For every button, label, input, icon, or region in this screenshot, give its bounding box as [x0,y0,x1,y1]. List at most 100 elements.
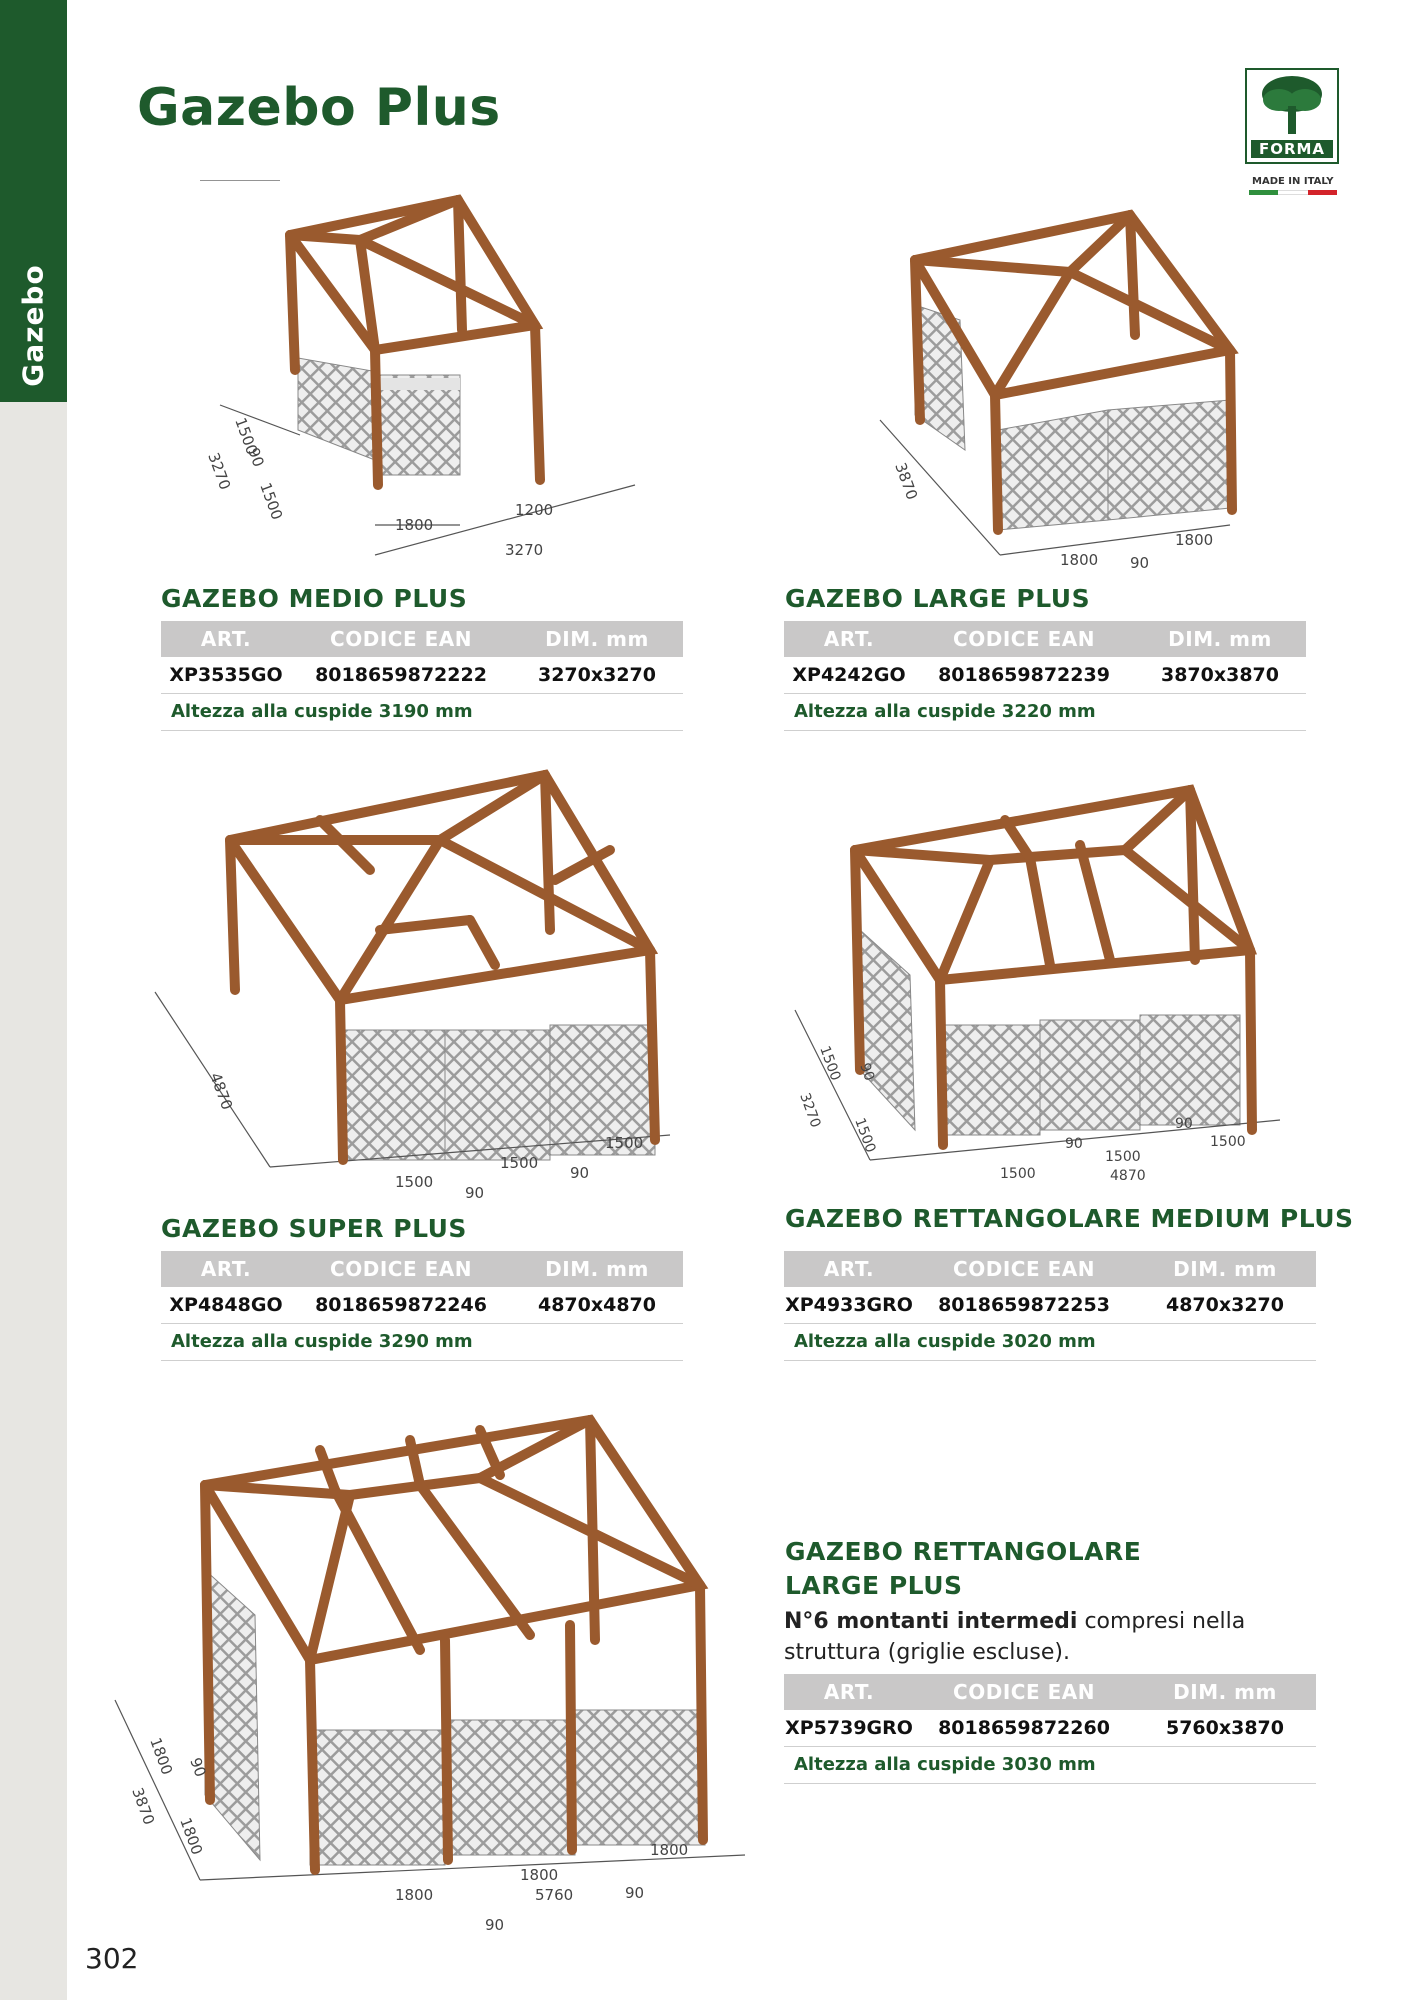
spec-header: ART. CODICE EAN DIM. mm [784,621,1306,657]
art-code: XP4242GO [792,664,906,686]
dim-label: 90 [485,1916,504,1934]
dim-label: 5760 [535,1886,573,1904]
italian-flag [1249,190,1337,195]
dim-label: 1800 [395,516,433,534]
spec-table-medio-plus: ART. CODICE EAN DIM. mm XP3535GO 8018659… [161,621,683,731]
header-ean: CODICE EAN [330,627,472,651]
tree-icon [1262,76,1322,134]
dim-label: 3270 [505,541,543,559]
art-code: XP3535GO [169,664,283,686]
dim-label: 3870 [891,460,921,502]
height-note: Altezza alla cuspide 3020 mm [784,1324,1316,1361]
spec-header: ART. CODICE EAN DIM. mm [161,1251,683,1287]
description-rest: compresi nella struttura (griglie esclus… [784,1609,1246,1665]
spec-header: ART. CODICE EAN DIM. mm [784,1674,1316,1710]
header-art: ART. [200,1257,252,1281]
product-title-rettangolare-medium-plus: GAZEBO RETTANGOLARE MEDIUM PLUS [785,1204,1354,1233]
header-art: ART. [823,1680,875,1704]
spec-table-rettangolare-large-plus: ART. CODICE EAN DIM. mm XP5739GRO 801865… [784,1674,1316,1784]
spec-table-rettangolare-medium-plus: ART. CODICE EAN DIM. mm XP4933GRO 801865… [784,1251,1316,1361]
dim-label: 90 [1175,1116,1193,1132]
logo-brand: FORMA [1251,140,1333,158]
height-note: Altezza alla cuspide 3030 mm [784,1747,1316,1784]
dim-label: 1500 [851,1116,878,1155]
dim-label: 1500 [1105,1149,1141,1165]
spec-table-large-plus: ART. CODICE EAN DIM. mm XP4242GO 8018659… [784,621,1306,731]
dim-label: 1800 [146,1735,176,1777]
dim-label: 90 [570,1164,589,1182]
dim-label: 1500 [605,1134,643,1152]
header-ean: CODICE EAN [953,1257,1095,1281]
dim-label: 90 [186,1755,209,1779]
header-art: ART. [823,1257,875,1281]
dim-label: 1500 [1000,1166,1036,1182]
page-title: Gazebo Plus [137,78,501,138]
header-ean: CODICE EAN [330,1257,472,1281]
product-title-medio-plus: GAZEBO MEDIO PLUS [161,584,468,613]
dimensions: 3870x3870 [1160,664,1280,686]
ean-code: 8018659872260 [938,1717,1110,1739]
dim-label: 1800 [520,1866,558,1884]
header-ean: CODICE EAN [953,627,1095,651]
art-code: XP4848GO [169,1294,283,1316]
ean-code: 8018659872253 [938,1294,1110,1316]
description-bold: N°6 montanti intermedi [784,1609,1078,1634]
header-dim: DIM. mm [545,1257,649,1281]
spec-row: XP5739GRO 8018659872260 5760x3870 [784,1710,1316,1747]
dim-label: 3870 [128,1785,158,1827]
dim-label: 4870 [1110,1168,1146,1184]
height-note: Altezza alla cuspide 3290 mm [161,1324,683,1361]
height-note: Altezza alla cuspide 3220 mm [784,694,1306,731]
gazebo-medio-plus-drawing: 1500 90 3270 1500 1800 1200 3270 [200,180,660,580]
made-in-italy: MADE IN ITALY [1252,176,1334,187]
dim-label: 1500 [500,1154,538,1172]
dim-label: 90 [1130,554,1149,572]
product-title-super-plus: GAZEBO SUPER PLUS [161,1214,467,1243]
dim-label: 1500 [256,480,286,522]
spec-row: XP4242GO 8018659872239 3870x3870 [784,657,1306,694]
spec-row: XP3535GO 8018659872222 3270x3270 [161,657,683,694]
dimensions: 5760x3870 [1165,1717,1285,1739]
header-art: ART. [200,627,252,651]
height-note: Altezza alla cuspide 3190 mm [161,694,683,731]
dim-label: 90 [625,1884,644,1902]
gazebo-rettangolare-large-plus-drawing: 1800 90 3870 1800 1800 1800 5760 90 90 1… [110,1400,790,1960]
dimensions: 3270x3270 [537,664,657,686]
dim-label: 1800 [650,1841,688,1859]
ean-code: 8018659872246 [315,1294,487,1316]
dim-label: 1200 [515,501,553,519]
dim-label: 1500 [395,1173,433,1191]
dim-label: 1500 [816,1044,843,1083]
dim-label: 90 [1065,1136,1083,1152]
dim-label: 1500 [1210,1134,1246,1150]
ean-code: 8018659872239 [938,664,1110,686]
header-art: ART. [823,627,875,651]
dim-label: 90 [244,445,267,469]
header-ean: CODICE EAN [953,1680,1095,1704]
dim-label: 3270 [796,1091,823,1130]
dim-label: 4870 [206,1070,236,1112]
header-dim: DIM. mm [545,627,649,651]
dim-label: 1800 [1175,531,1213,549]
dim-label: 3270 [204,450,234,492]
gazebo-rettangolare-medium-plus-drawing: 1500 90 3270 1500 1500 90 1500 90 1500 4… [780,780,1310,1200]
spec-row: XP4848GO 8018659872246 4870x4870 [161,1287,683,1324]
sidebar-section-tab [0,0,67,402]
page-number: 302 [85,1942,139,1975]
dim-label: 90 [856,1061,877,1083]
header-dim: DIM. mm [1173,1257,1277,1281]
product-title-rettangolare-large-plus-line1: GAZEBO RETTANGOLARE [785,1537,1142,1566]
header-dim: DIM. mm [1168,627,1272,651]
sidebar-label: Gazebo [14,260,52,390]
dim-label: 1800 [176,1815,206,1857]
dim-label: 90 [465,1184,484,1202]
ean-code: 8018659872222 [315,664,487,686]
forma-logo: FORMA [1245,68,1339,164]
spec-table-super-plus: ART. CODICE EAN DIM. mm XP4848GO 8018659… [161,1251,683,1361]
header-dim: DIM. mm [1173,1680,1277,1704]
gazebo-large-plus-drawing: 3870 1800 90 1800 [860,200,1280,580]
gazebo-super-plus-drawing: 4870 1500 90 1500 90 1500 [140,760,700,1210]
spec-row: XP4933GRO 8018659872253 4870x3270 [784,1287,1316,1324]
product-description: N°6 montanti intermedi compresi nella st… [784,1606,1304,1668]
dimensions: 4870x3270 [1165,1294,1285,1316]
